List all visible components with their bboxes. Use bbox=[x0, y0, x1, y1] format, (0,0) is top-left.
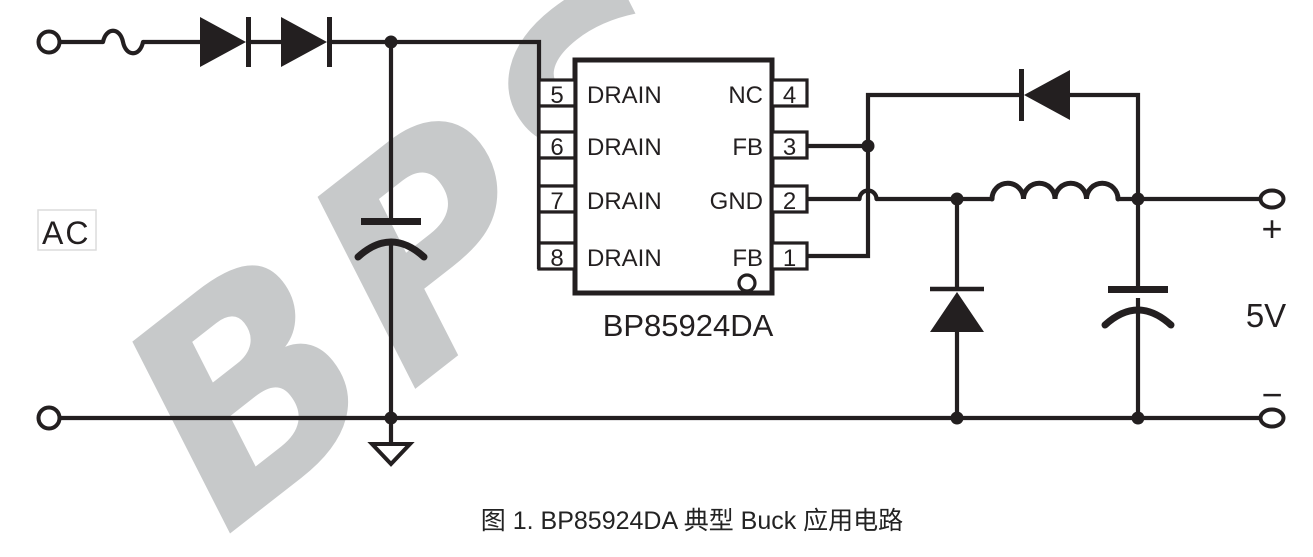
ground-icon bbox=[367, 442, 415, 467]
pin-spacer-box bbox=[537, 156, 577, 188]
fb-vertical-wire bbox=[806, 92, 1019, 259]
pin-number-3: 3 bbox=[783, 134, 796, 161]
pin-number-7: 7 bbox=[550, 188, 563, 215]
pin-label-nc: NC bbox=[728, 82, 763, 109]
junction-dot bbox=[384, 411, 398, 425]
pin-label-drain-8: DRAIN bbox=[587, 245, 662, 272]
pin-number-8: 8 bbox=[550, 245, 563, 272]
pin-label-gnd: GND bbox=[710, 188, 763, 215]
output-minus-label: − bbox=[1261, 374, 1282, 415]
junction-dot bbox=[950, 192, 964, 206]
pin-label-drain-6: DRAIN bbox=[587, 134, 662, 161]
fuse-icon bbox=[100, 28, 146, 56]
pin-label-fb1: FB bbox=[732, 245, 763, 272]
ac-input-terminal-bottom bbox=[36, 405, 62, 431]
junction-dot bbox=[384, 35, 398, 49]
pin-label-fb3: FB bbox=[732, 134, 763, 161]
output-voltage-label: 5V bbox=[1246, 297, 1286, 334]
pin-box-6 bbox=[537, 130, 577, 160]
pin-number-4: 4 bbox=[783, 82, 796, 109]
pin-label-drain-7: DRAIN bbox=[587, 188, 662, 215]
pin-spacer-box bbox=[537, 210, 577, 245]
rectifier-diode-1-icon bbox=[200, 17, 251, 67]
figure-caption: 图 1. BP85924DA 典型 Buck 应用电路 bbox=[481, 507, 903, 535]
pin-box-4 bbox=[770, 78, 809, 108]
ic-part-number-label: BP85924DA bbox=[603, 308, 774, 343]
pin-number-6: 6 bbox=[550, 134, 563, 161]
junction-dot bbox=[861, 139, 875, 153]
pin-number-2: 2 bbox=[783, 188, 796, 215]
ic-bp85924da: 5 6 7 8 4 3 2 1 DRAIN DRAIN DRAIN DRAIN … bbox=[537, 57, 809, 343]
pin-box-2 bbox=[770, 184, 809, 214]
freewheeling-diode-icon bbox=[930, 286, 984, 332]
ac-label-background bbox=[37, 209, 97, 251]
ic-body bbox=[572, 57, 775, 296]
junction-dot bbox=[1131, 192, 1145, 206]
pin-spacer-box bbox=[537, 104, 577, 134]
pin-number-5: 5 bbox=[550, 82, 563, 109]
pin-box-3 bbox=[770, 130, 809, 160]
rectifier-diode-2-icon bbox=[281, 17, 332, 67]
output-terminal-positive bbox=[1258, 188, 1286, 210]
feedback-diode-icon bbox=[1019, 69, 1070, 121]
top-rail-wire bbox=[60, 39, 542, 269]
ac-input-terminal-top bbox=[36, 29, 62, 55]
pin-number-1: 1 bbox=[783, 245, 796, 272]
output-plus-label: + bbox=[1261, 208, 1282, 249]
pin-box-8 bbox=[537, 241, 577, 271]
output-capacitor-icon bbox=[1101, 286, 1175, 329]
wire-hop-icon bbox=[857, 188, 879, 202]
ac-input-label: AC bbox=[42, 215, 90, 251]
output-terminal-negative bbox=[1258, 407, 1286, 429]
feedback-diode-wire bbox=[1070, 92, 1141, 199]
pin-label-drain-5: DRAIN bbox=[587, 82, 662, 109]
inductor-icon bbox=[989, 180, 1121, 202]
pin-box-1 bbox=[770, 241, 809, 271]
junction-dot bbox=[1131, 411, 1145, 425]
input-capacitor-icon bbox=[354, 218, 428, 261]
junction-dots bbox=[384, 35, 1145, 425]
pin1-indicator-icon bbox=[737, 273, 757, 293]
junction-dot bbox=[950, 411, 964, 425]
